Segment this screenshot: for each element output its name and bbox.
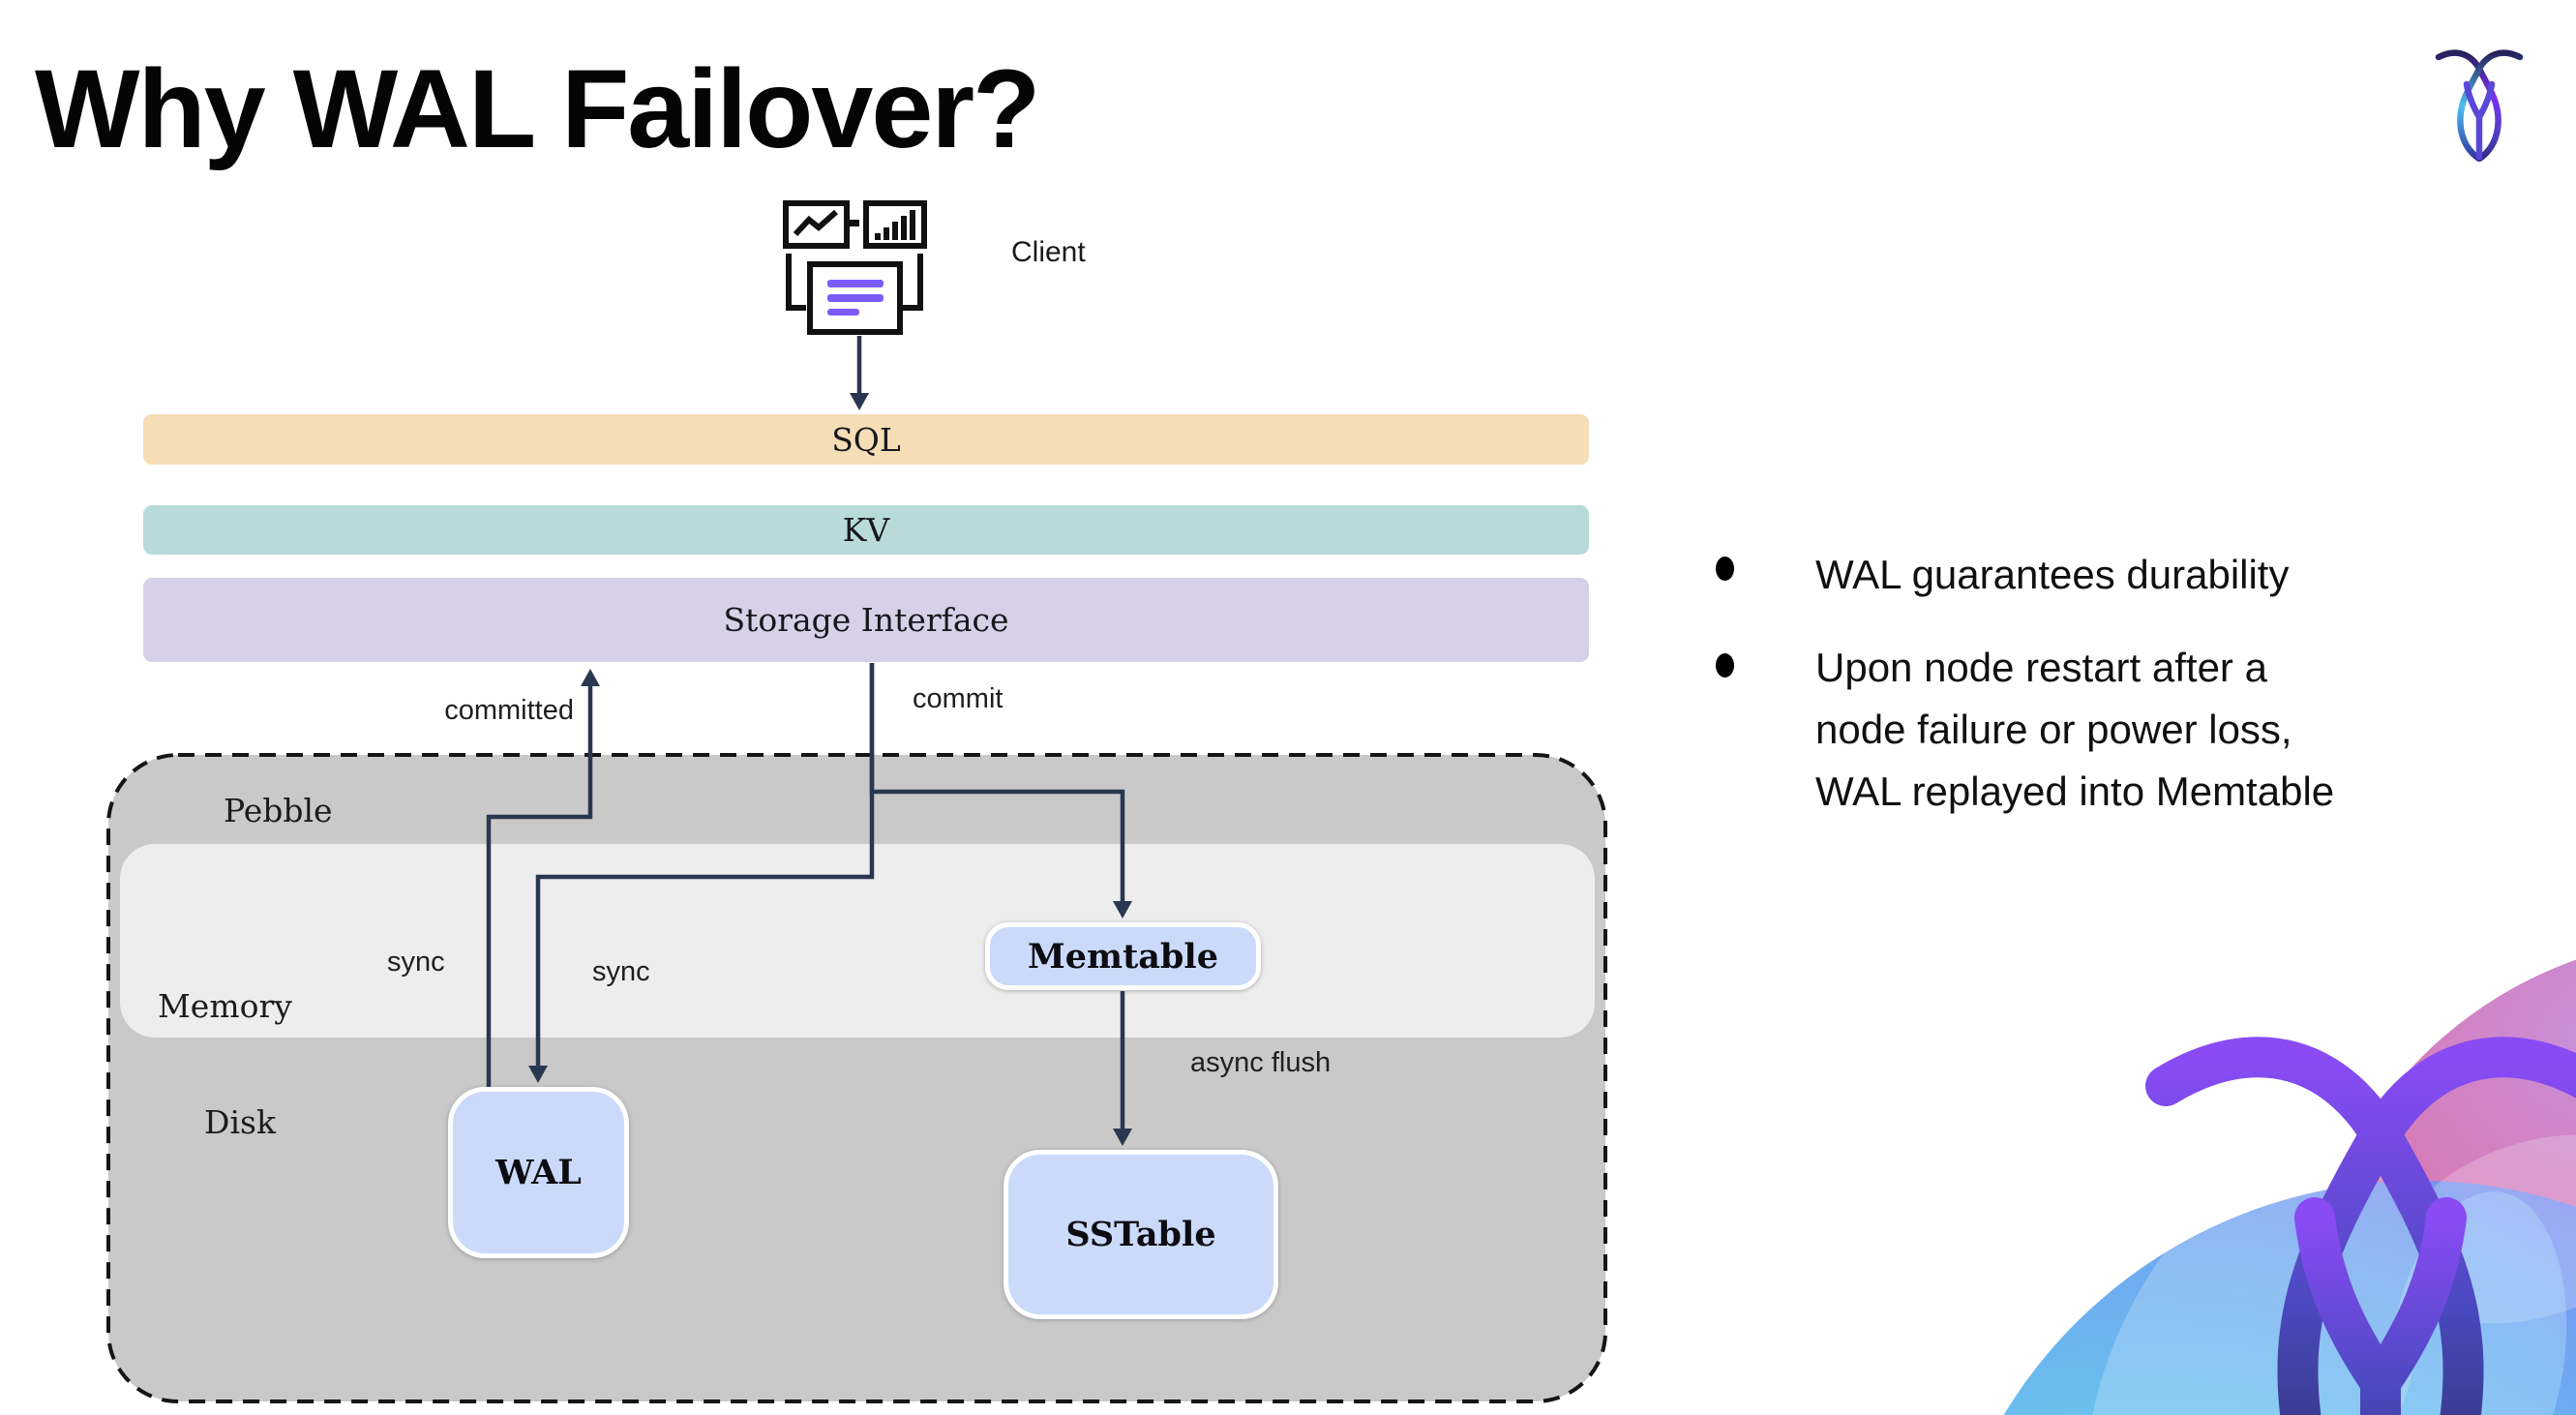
bullet-line: node failure or power loss, xyxy=(1815,707,2292,752)
sync-to-wal-arrow xyxy=(528,663,875,1083)
disk-label: Disk xyxy=(204,1103,276,1141)
slide-title: Why WAL Failover? xyxy=(35,47,1040,171)
wal-box: WAL xyxy=(448,1087,629,1258)
cockroach-glyph xyxy=(2145,1037,2576,1415)
sync-label-down: sync xyxy=(592,956,650,987)
kv-layer-label: KV xyxy=(842,511,890,549)
memtable-label: Memtable xyxy=(1028,936,1218,977)
bullet-line: WAL replayed into Memtable xyxy=(1815,768,2335,814)
storage-interface-label: Storage Interface xyxy=(723,601,1009,639)
pebble-container xyxy=(106,753,1607,1403)
wal-label: WAL xyxy=(495,1153,582,1192)
bar-chart-icon xyxy=(863,200,927,249)
bullet-dot xyxy=(1716,557,1734,581)
storage-interface-bar: Storage Interface xyxy=(143,578,1589,662)
memory-band xyxy=(120,844,1595,1038)
bullet-dot xyxy=(1716,653,1734,677)
client-icon xyxy=(783,200,927,335)
sql-layer-label: SQL xyxy=(831,420,901,459)
client-label: Client xyxy=(1011,236,1086,268)
brand-art xyxy=(2003,959,2576,1415)
dash-connector xyxy=(849,220,859,226)
pebble-label: Pebble xyxy=(224,792,333,829)
cockroachdb-logo-icon xyxy=(2435,49,2524,162)
sstable-box: SSTable xyxy=(1003,1150,1278,1319)
bullet-line: Upon node restart after a xyxy=(1815,645,2267,690)
sql-layer-bar: SQL xyxy=(143,414,1589,465)
memory-label: Memory xyxy=(158,987,292,1025)
committed-arrow xyxy=(486,669,600,1087)
kv-layer-bar: KV xyxy=(143,505,1589,555)
sstable-label: SSTable xyxy=(1065,1215,1216,1254)
commit-label: commit xyxy=(913,683,1003,714)
chart-line-icon xyxy=(783,200,850,249)
async-flush-label: async flush xyxy=(1190,1047,1332,1078)
bullet-item-replay: Upon node restart after a node failure o… xyxy=(1815,637,2334,823)
document-icon xyxy=(786,254,923,335)
memtable-box: Memtable xyxy=(985,922,1261,990)
committed-label: committed xyxy=(444,695,574,726)
sync-label-up: sync xyxy=(387,947,445,978)
bullet-item-durability: WAL guarantees durability xyxy=(1815,552,2290,597)
